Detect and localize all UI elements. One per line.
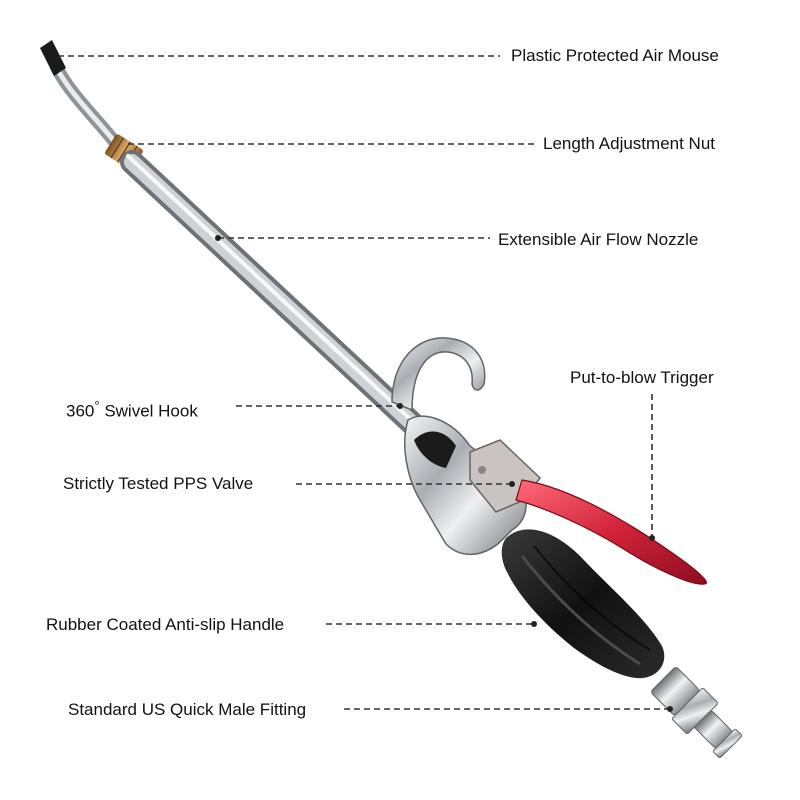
- label-adjustment-nut: Length Adjustment Nut: [543, 134, 716, 153]
- degree-symbol: °: [94, 398, 100, 413]
- hook-number: 360: [66, 401, 95, 421]
- label-valve: Strictly Tested PPS Valve: [63, 474, 254, 493]
- extension-tube: [120, 150, 442, 452]
- swivel-hook: [391, 337, 486, 412]
- label-nozzle: Extensible Air Flow Nozzle: [498, 230, 699, 249]
- label-trigger: Put-to-blow Trigger: [570, 368, 714, 387]
- label-handle: Rubber Coated Anti-slip Handle: [46, 615, 285, 634]
- air-mouse-tip: [40, 40, 125, 153]
- hook-text: Swivel Hook: [104, 401, 198, 421]
- label-swivel-hook: 360° Swivel Hook: [66, 396, 198, 422]
- label-air-mouse: Plastic Protected Air Mouse: [511, 46, 719, 65]
- rubber-handle: [501, 529, 665, 679]
- quick-male-fitting: [651, 667, 742, 758]
- label-fitting: Standard US Quick Male Fitting: [68, 700, 307, 719]
- trigger-lever: [515, 479, 707, 585]
- leader-lines: [58, 55, 670, 710]
- leader-anchor-dots: [215, 235, 673, 712]
